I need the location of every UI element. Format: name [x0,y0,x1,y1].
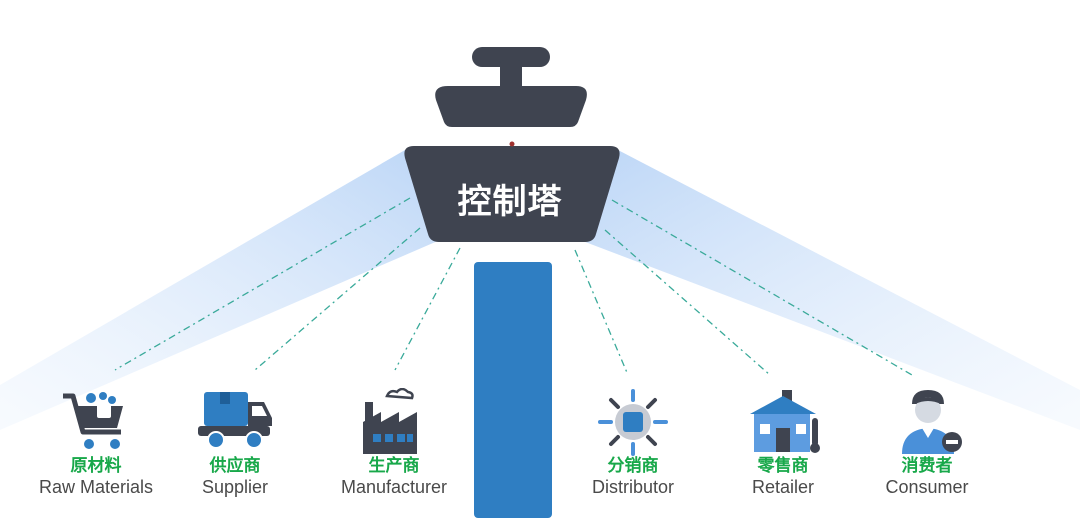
person-icon [882,388,972,460]
connector-line [114,197,411,371]
node-label-en: Distributor [591,477,675,497]
distribution-icon [588,388,678,460]
node-label-en: Raw Materials [38,477,154,497]
node-label-en: Consumer [885,477,969,497]
node-retailer: 零售商 Retailer [708,388,858,498]
cart-icon [51,388,141,460]
connector-line [254,227,421,371]
tower-pillar [474,262,552,518]
node-label-zh: 分销商 [607,456,659,476]
tower-top [435,47,587,127]
factory-icon [349,387,439,460]
node-label-en: Manufacturer [340,477,448,497]
connector-line [611,199,913,376]
node-raw-materials: 原材料 Raw Materials [21,388,171,498]
node-distributor: 分销商 Distributor [558,388,708,498]
node-label-zh: 生产商 [368,456,420,476]
node-label-zh: 消费者 [901,456,953,476]
node-label-en: Retailer [751,477,815,497]
node-supplier: 供应商 Supplier [160,388,310,498]
connector-lines [114,197,913,376]
node-label-zh: 原材料 [70,456,122,476]
truck-icon [190,388,280,460]
connector-line [604,229,771,376]
node-label-zh: 零售商 [757,456,809,476]
tower-cabin [404,146,620,242]
node-manufacturer: 生产商 Manufacturer [319,387,469,498]
node-label-en: Supplier [201,477,269,497]
left-light-beam [0,150,440,430]
right-light-beam [580,150,1080,430]
beacon-dot [509,141,515,147]
node-consumer: 消费者 Consumer [852,388,1002,498]
store-icon [738,388,828,460]
connector-line [394,247,461,371]
node-label-zh: 供应商 [209,456,261,476]
tower-label: 控制塔 [457,182,563,222]
connector-line [574,249,629,376]
